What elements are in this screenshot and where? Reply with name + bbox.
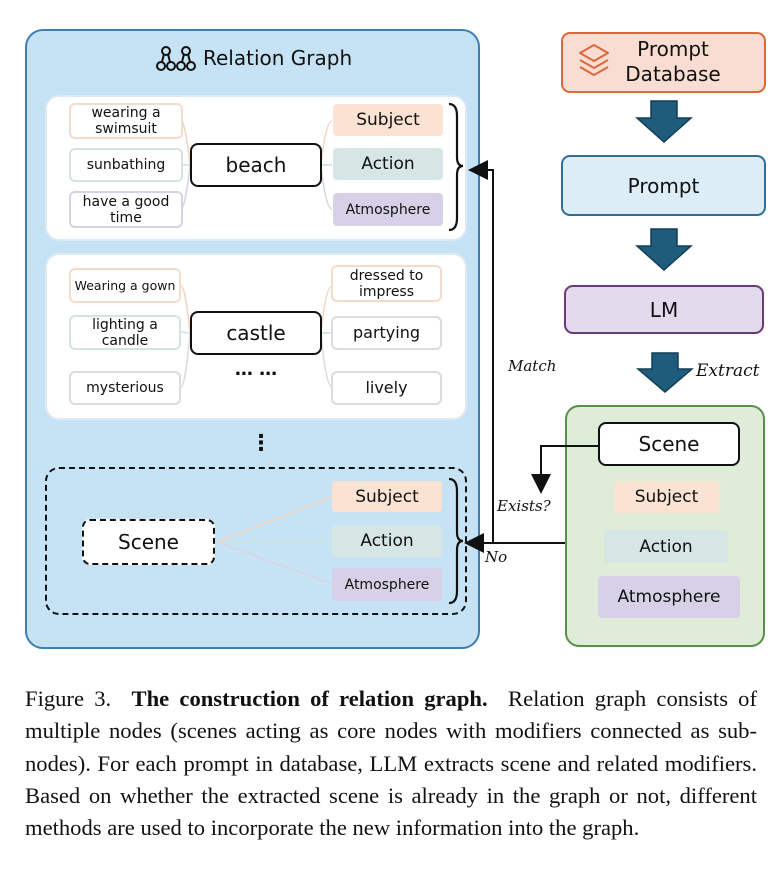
modifier-have-a-good-time: have a good time xyxy=(69,191,183,228)
horizontal-ellipsis: … … xyxy=(234,358,278,380)
new-scene-brace xyxy=(448,477,464,605)
extracted-tag-subject: Subject xyxy=(614,481,719,513)
extracted-tag-action: Action xyxy=(604,530,728,563)
down-arrow-icon xyxy=(635,100,693,144)
modifier-lively: lively xyxy=(331,371,442,405)
modifier-wearing-a-swimsuit: wearing a swimsuit xyxy=(69,103,183,139)
database-layers-icon xyxy=(579,44,609,76)
modifier-partying: partying xyxy=(331,316,442,350)
beach-brace xyxy=(448,102,464,232)
lm-box: LM xyxy=(564,285,764,334)
tag-atmosphere: Atmosphere xyxy=(333,193,443,226)
relation-graph-title: Relation Graph xyxy=(203,46,353,70)
extract-label: Extract xyxy=(696,361,760,381)
scene-node-castle: castle xyxy=(190,311,322,355)
caption-label: Figure 3. xyxy=(25,686,112,711)
exists-label: Exists? xyxy=(497,497,551,515)
extracted-tag-atmosphere: Atmosphere xyxy=(598,576,740,618)
tag-subject: Subject xyxy=(332,481,442,512)
scene-node-beach: beach xyxy=(190,143,322,187)
modifier-wearing-a-gown: Wearing a gown xyxy=(69,268,181,303)
caption-title: The construction of relation graph. xyxy=(131,686,488,711)
flow-connection-arrows xyxy=(464,160,598,553)
modifier-sunbathing: sunbathing xyxy=(69,148,183,182)
new-scene-connector-lines xyxy=(216,496,333,585)
modifier-mysterious: mysterious xyxy=(69,371,181,405)
down-arrow-icon xyxy=(636,352,694,393)
graph-network-icon xyxy=(156,46,196,71)
scene-node-new: Scene xyxy=(82,519,215,565)
down-arrow-icon xyxy=(635,228,693,272)
extracted-scene-node: Scene xyxy=(598,422,740,466)
match-label: Match xyxy=(508,357,557,375)
prompt-database-box xyxy=(561,32,766,93)
tag-action: Action xyxy=(333,148,443,180)
vertical-ellipsis: ⋮ xyxy=(250,430,272,456)
tag-subject: Subject xyxy=(333,104,443,136)
tag-action: Action xyxy=(332,525,442,557)
caption-body: Relation graph consists of multiple node… xyxy=(25,686,758,841)
modifier-dressed-to-impress: dressed to impress xyxy=(331,265,442,302)
no-label: No xyxy=(485,548,508,566)
tag-atmosphere: Atmosphere xyxy=(332,568,442,601)
prompt-database-label: Prompt Database xyxy=(625,37,721,86)
modifier-lighting-a-candle: lighting a candle xyxy=(69,315,181,350)
figure-caption: Figure 3. The construction of relation g… xyxy=(25,683,757,844)
prompt-box: Prompt xyxy=(561,155,766,216)
